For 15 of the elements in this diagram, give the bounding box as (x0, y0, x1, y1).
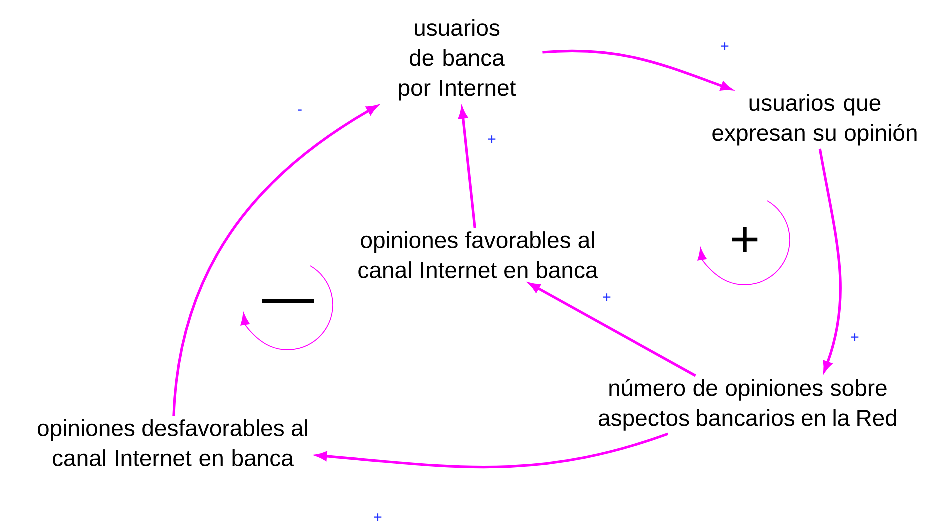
variable-text: opiniones desfavorables al canal Internet en banca (38, 420, 308, 466)
variable-text: usuarios de banca por Internet (399, 19, 516, 101)
variable-text: número de opiniones sobre aspectos bancarios en la Red (598, 379, 896, 431)
polarity-sign: + (374, 514, 382, 521)
polarity-sign: + (603, 294, 611, 301)
variable-text: usuarios que expresan su opinión (712, 94, 917, 146)
polarity-sign: + (488, 136, 496, 143)
polarity-sign: - (298, 110, 302, 111)
polarity-sign: + (721, 42, 729, 50)
polarity-sign: + (851, 334, 859, 341)
variable-text: opiniones favorables al canal Internet en banca (358, 232, 598, 278)
causal-arrow (172, 105, 378, 416)
causal-arrow (529, 283, 696, 378)
loop-polarity-sign: + (732, 226, 758, 252)
loop-polarity-sign: — (262, 300, 314, 304)
